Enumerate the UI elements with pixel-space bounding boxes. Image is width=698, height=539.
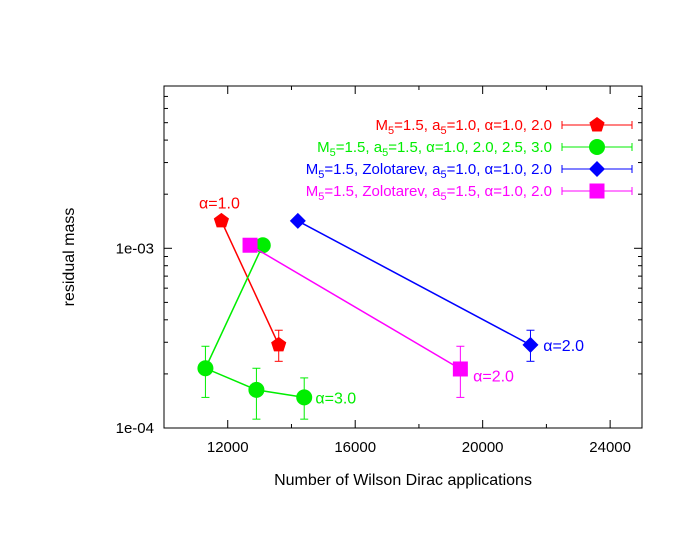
legend-marker xyxy=(589,183,605,199)
legend-text-part: =1.5, a xyxy=(394,117,441,134)
legend-subscript: 5 xyxy=(382,147,388,159)
legend-text-part: =1.0, α=1.0, 2.0 xyxy=(447,161,552,178)
series-layer xyxy=(197,212,539,420)
x-tick-label: 24000 xyxy=(589,439,631,456)
legend-entry: M5=1.5, a5=1.5, α=1.0, 2.0, 2.5, 3.0 xyxy=(317,139,633,159)
legend-text-part: =1.5, α=1.0, 2.0 xyxy=(447,183,552,200)
legend-label: M5=1.5, a5=1.5, α=1.0, 2.0, 2.5, 3.0 xyxy=(317,139,552,159)
legend-subscript: 5 xyxy=(330,147,336,159)
data-point xyxy=(242,237,258,253)
data-point xyxy=(254,237,271,254)
legend-text-part: =1.5, a xyxy=(336,139,383,156)
legend-text-part: =1.5, Zolotarev, a xyxy=(324,183,441,200)
x-tick-label: 20000 xyxy=(462,439,504,456)
legend: M5=1.5, a5=1.0, α=1.0, 2.0M5=1.5, a5=1.5… xyxy=(306,117,633,203)
data-point xyxy=(213,212,229,228)
legend-label: M5=1.5, a5=1.0, α=1.0, 2.0 xyxy=(376,117,552,137)
legend-label: M5=1.5, Zolotarev, a5=1.5, α=1.0, 2.0 xyxy=(306,183,552,203)
data-point xyxy=(296,389,313,406)
series-2 xyxy=(197,237,313,420)
legend-label: M5=1.5, Zolotarev, a5=1.0, α=1.0, 2.0 xyxy=(306,161,552,181)
data-point xyxy=(197,360,214,377)
legend-text-part: M xyxy=(306,161,319,178)
annotation-label: α=2.0 xyxy=(543,338,584,355)
legend-marker xyxy=(589,161,605,177)
annotation-label: α=2.0 xyxy=(473,368,514,385)
legend-text-part: M xyxy=(306,183,319,200)
legend-subscript: 5 xyxy=(318,191,324,203)
legend-entry: M5=1.5, Zolotarev, a5=1.0, α=1.0, 2.0 xyxy=(306,161,633,181)
legend-marker xyxy=(589,139,605,155)
legend-subscript: 5 xyxy=(388,125,394,137)
y-tick-label: 1e-04 xyxy=(116,420,154,437)
annotation-label: α=1.0 xyxy=(199,195,240,212)
legend-text-part: M xyxy=(317,139,330,156)
data-point xyxy=(452,361,468,377)
legend-subscript: 5 xyxy=(440,169,446,181)
data-point xyxy=(289,212,306,229)
legend-entry: M5=1.5, a5=1.0, α=1.0, 2.0 xyxy=(376,117,633,137)
series-1 xyxy=(213,212,287,362)
data-point xyxy=(271,336,287,352)
legend-entry: M5=1.5, Zolotarev, a5=1.5, α=1.0, 2.0 xyxy=(306,183,633,203)
x-tick-label: 12000 xyxy=(207,439,249,456)
plot-frame xyxy=(163,85,643,429)
x-axis-title: Number of Wilson Dirac applications xyxy=(274,472,532,489)
legend-marker xyxy=(589,117,605,132)
legend-text-part: =1.5, Zolotarev, a xyxy=(324,161,441,178)
series-line xyxy=(297,220,531,346)
annotation-label: α=3.0 xyxy=(315,390,356,407)
series-4 xyxy=(242,237,468,398)
data-point xyxy=(522,336,539,353)
x-tick-label: 16000 xyxy=(334,439,376,456)
legend-text-part: M xyxy=(376,117,389,134)
y-axis-title: residual mass xyxy=(61,208,78,307)
legend-text-part: =1.5, α=1.0, 2.0, 2.5, 3.0 xyxy=(388,139,552,156)
legend-text-part: =1.0, α=1.0, 2.0 xyxy=(447,117,552,134)
series-line xyxy=(249,244,461,370)
data-point xyxy=(248,381,265,398)
legend-subscript: 5 xyxy=(318,169,324,181)
series-line xyxy=(204,244,305,399)
legend-subscript: 5 xyxy=(440,191,446,203)
y-tick-label: 1e-03 xyxy=(116,240,154,257)
annotation-layer: α=1.0 α=3.0 α=2.0 α=2.0 xyxy=(199,195,584,407)
legend-subscript: 5 xyxy=(440,125,446,137)
axis-ticks: 12000 16000 20000 24000 1e-04 1e-03 xyxy=(116,85,642,456)
series-line xyxy=(220,220,280,346)
series-3 xyxy=(289,212,539,362)
